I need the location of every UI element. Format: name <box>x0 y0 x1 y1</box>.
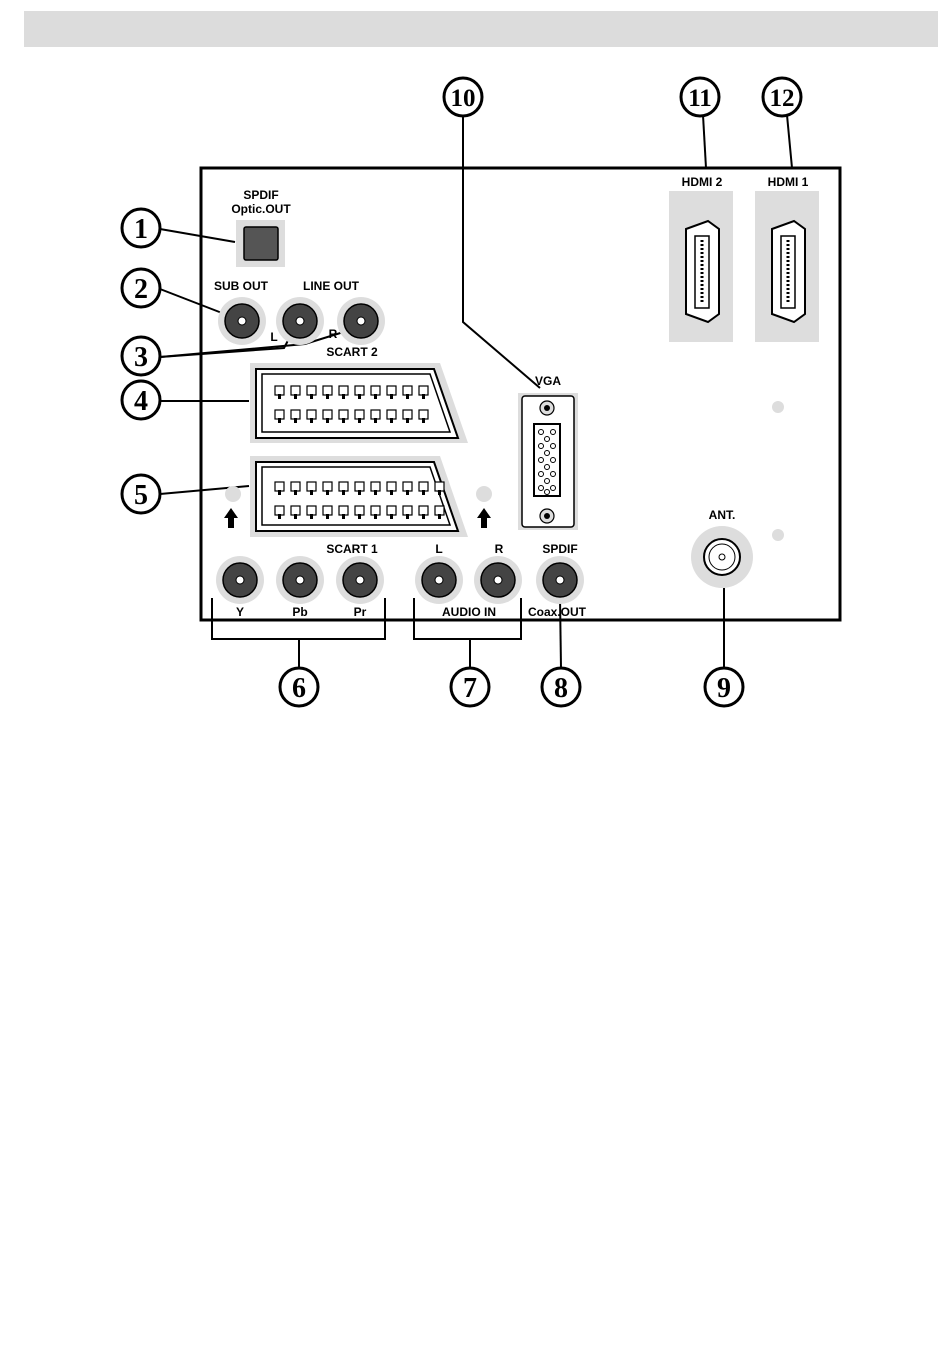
spdif-coax-label: SPDIF <box>542 542 577 556</box>
callout-8: 8 <box>542 668 580 706</box>
vga-port-icon <box>534 424 560 496</box>
callout-9: 9 <box>705 668 743 706</box>
scart1-port[interactable] <box>250 456 468 537</box>
audio-in-r-label: R <box>495 542 504 556</box>
callout-3: 3 <box>122 337 160 375</box>
pb-label: Pb <box>292 605 307 619</box>
callout-7: 7 <box>451 668 489 706</box>
audio-in-label: AUDIO IN <box>442 605 496 619</box>
line-out-l-jack[interactable] <box>276 297 324 345</box>
callout-5-label: 5 <box>134 480 148 511</box>
callout-11-label: 11 <box>688 85 712 112</box>
scart2-label: SCART 2 <box>326 345 378 359</box>
spdif-coax-out-jack[interactable] <box>536 556 584 604</box>
hdmi2-port[interactable] <box>669 191 733 342</box>
audio-in-r-jack[interactable] <box>474 556 522 604</box>
antenna-port[interactable] <box>691 526 753 588</box>
callout-9-label: 9 <box>717 673 731 704</box>
spdif-optic-label-line1: SPDIF <box>243 188 278 202</box>
hdmi1-label: HDMI 1 <box>768 175 809 189</box>
coax-out-label: Coax.OUT <box>528 605 587 619</box>
callout-8-label: 8 <box>554 673 568 704</box>
spdif-optic-label-line2: Optic.OUT <box>231 202 291 216</box>
vga-label: VGA <box>535 374 561 388</box>
sub-out-label: SUB OUT <box>214 279 269 293</box>
scart2-port[interactable] <box>250 363 468 443</box>
callout-11: 11 <box>681 78 719 116</box>
scart1-label: SCART 1 <box>326 542 378 556</box>
line-out-r-label: R <box>329 327 338 341</box>
callout-6-label: 6 <box>292 673 306 704</box>
sub-out-jack[interactable] <box>218 297 266 345</box>
line-out-label: LINE OUT <box>303 279 360 293</box>
line-out-r-jack[interactable] <box>337 297 385 345</box>
audio-in-l-jack[interactable] <box>415 556 463 604</box>
component-y-jack[interactable] <box>216 556 264 604</box>
callout-1: 1 <box>122 209 160 247</box>
callout-3-label: 3 <box>134 342 148 373</box>
callout-10: 10 <box>444 78 482 116</box>
callout-1-label: 1 <box>134 214 148 245</box>
callout-2: 2 <box>122 269 160 307</box>
callout-12: 12 <box>763 78 801 116</box>
callout-12-label: 12 <box>770 85 795 112</box>
hdmi2-label: HDMI 2 <box>682 175 723 189</box>
callout-7-label: 7 <box>463 673 477 704</box>
callout-4: 4 <box>122 381 160 419</box>
callout-2-label: 2 <box>134 274 148 305</box>
audio-in-l-label: L <box>435 542 442 556</box>
callout-10-label: 10 <box>451 85 476 112</box>
optical-port-icon <box>244 227 278 260</box>
line-out-l-label: L <box>270 330 277 344</box>
hdmi1-port[interactable] <box>755 191 819 342</box>
ant-label: ANT. <box>709 508 736 522</box>
y-label: Y <box>236 605 244 619</box>
component-pr-jack[interactable] <box>336 556 384 604</box>
pr-label: Pr <box>354 605 367 619</box>
component-pb-jack[interactable] <box>276 556 324 604</box>
callout-5: 5 <box>122 475 160 513</box>
callout-6: 6 <box>280 668 318 706</box>
callout-4-label: 4 <box>134 386 148 417</box>
vga-port[interactable] <box>518 393 578 530</box>
